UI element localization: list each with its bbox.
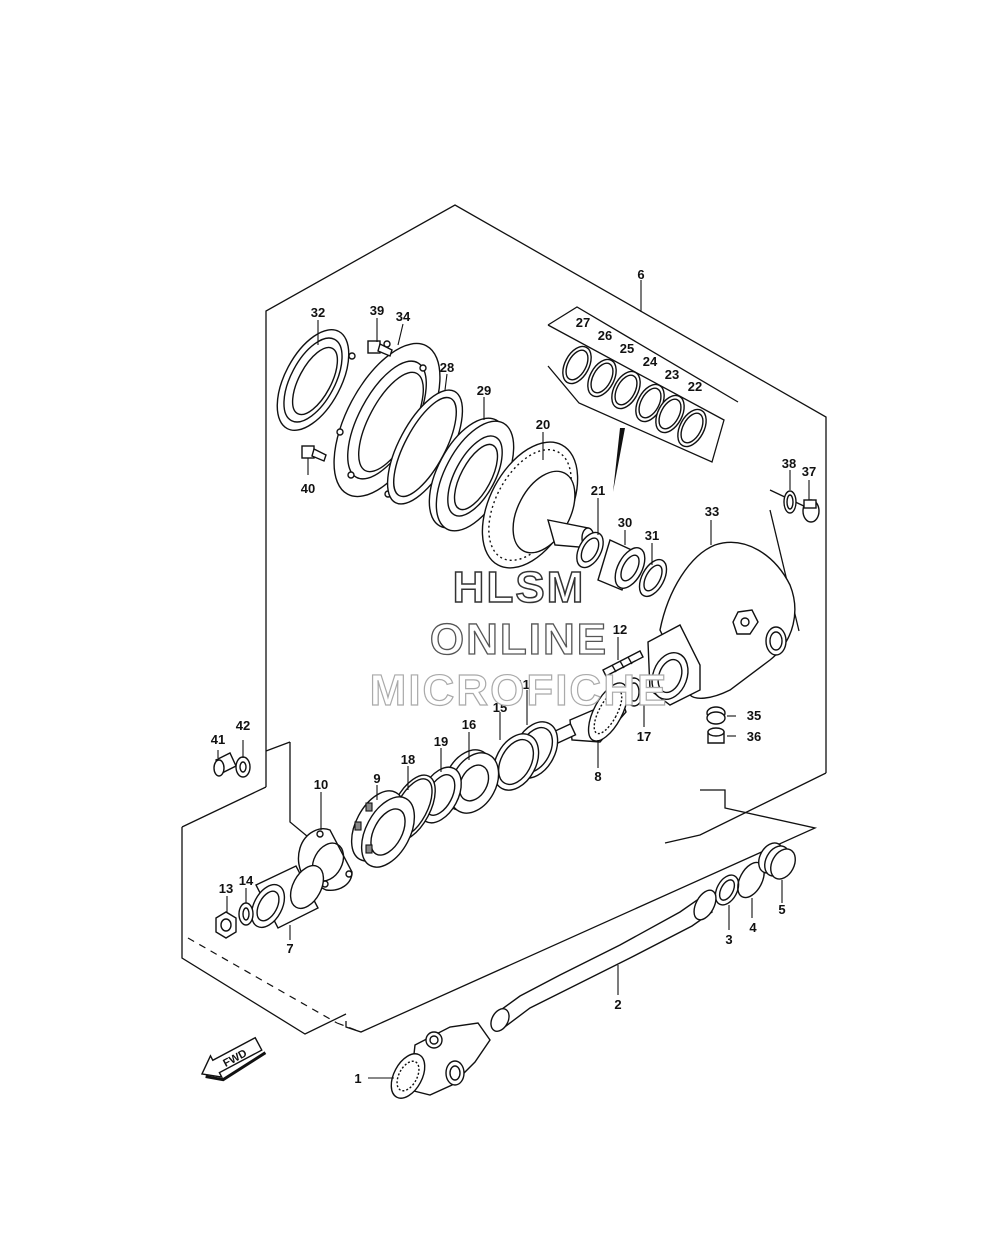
label-part-3: 3 <box>725 932 732 947</box>
label-part-41: 41 <box>211 732 225 747</box>
part-20-ring-gear <box>481 441 595 569</box>
part-28-o-ring <box>386 389 464 505</box>
label-part-42: 42 <box>236 718 250 733</box>
label-part-39: 39 <box>370 303 384 318</box>
part-36-drain-plug <box>707 727 725 744</box>
label-part-10: 10 <box>314 777 328 792</box>
label-part-31: 31 <box>645 528 659 543</box>
label-part-15: 15 <box>493 700 507 715</box>
label-part-36: 36 <box>747 729 761 744</box>
part-37-38-filler-cap <box>783 490 820 523</box>
label-part-27: 27 <box>576 315 590 330</box>
part-9-bearing-retainer <box>350 790 416 868</box>
part-7-sleeve <box>250 864 325 929</box>
forward-direction-arrow: FWD <box>200 1036 267 1082</box>
part-8-drive-pinion <box>549 682 629 746</box>
part-16-bearing <box>442 749 500 814</box>
label-part-1: 1 <box>354 1071 361 1086</box>
part-42-washer <box>235 756 251 778</box>
part-14-washer <box>238 902 254 926</box>
label-part-4: 4 <box>749 920 757 935</box>
label-part-21: 21 <box>591 483 605 498</box>
label-part-24: 24 <box>643 354 658 369</box>
part-34-bearing-cover <box>333 340 441 498</box>
assembly-outline <box>181 204 827 1035</box>
label-part-13: 13 <box>219 881 233 896</box>
part-15-o-ring <box>492 733 540 791</box>
label-part-34: 34 <box>396 309 411 324</box>
part-1-universal-joint <box>390 1022 491 1099</box>
watermark: HLSM ONLINE MICROFICHE <box>369 562 669 715</box>
part-number-labels: 1 2 3 4 5 6 7 8 9 10 11 12 13 14 15 16 1… <box>211 267 816 1086</box>
label-part-35: 35 <box>747 708 761 723</box>
dashed-guides <box>187 937 362 1033</box>
label-part-9: 9 <box>373 771 380 786</box>
label-part-40: 40 <box>301 481 315 496</box>
part-32-oil-seal <box>276 328 350 432</box>
part-41-cap-nut <box>213 752 237 777</box>
part-2-drive-shaft <box>490 889 717 1032</box>
label-part-23: 23 <box>665 367 679 382</box>
watermark-line-1: HLSM <box>453 563 586 612</box>
part-30-needle-bearing <box>597 539 646 591</box>
label-part-16: 16 <box>462 717 476 732</box>
label-part-37: 37 <box>802 464 816 479</box>
label-part-17: 17 <box>637 729 651 744</box>
label-part-6: 6 <box>637 267 644 282</box>
label-part-2: 2 <box>614 997 621 1012</box>
part-39-bolt <box>367 340 393 357</box>
label-part-38: 38 <box>782 456 796 471</box>
label-part-5: 5 <box>778 902 785 917</box>
label-part-33: 33 <box>705 504 719 519</box>
watermark-line-2: ONLINE <box>430 615 608 664</box>
label-part-20: 20 <box>536 417 550 432</box>
label-part-25: 25 <box>620 341 634 356</box>
part-35-washer <box>706 706 726 725</box>
label-part-28: 28 <box>440 360 454 375</box>
part-31-seal-ring <box>638 558 668 598</box>
part-12-stud <box>602 650 644 677</box>
label-part-18: 18 <box>401 752 415 767</box>
part-13-nut <box>215 911 237 939</box>
watermark-line-3: MICROFICHE <box>370 666 669 715</box>
label-part-29: 29 <box>477 383 491 398</box>
label-part-32: 32 <box>311 305 325 320</box>
part-29-bearing <box>428 417 515 532</box>
label-part-22: 22 <box>688 379 702 394</box>
part-21-shim <box>576 531 604 569</box>
label-part-8: 8 <box>594 769 601 784</box>
label-part-7: 7 <box>286 941 293 956</box>
part-3-o-ring <box>714 874 740 906</box>
label-part-19: 19 <box>434 734 448 749</box>
part-33-final-gear-case <box>647 541 796 706</box>
leader-lines <box>217 280 810 1079</box>
label-part-26: 26 <box>598 328 612 343</box>
shim-set-22-27 <box>562 345 707 492</box>
part-5-spring <box>758 842 796 880</box>
label-part-30: 30 <box>618 515 632 530</box>
label-part-12: 12 <box>613 622 627 637</box>
label-part-14: 14 <box>239 873 254 888</box>
part-40-bolt <box>301 445 327 462</box>
label-part-11: 11 <box>516 677 530 692</box>
